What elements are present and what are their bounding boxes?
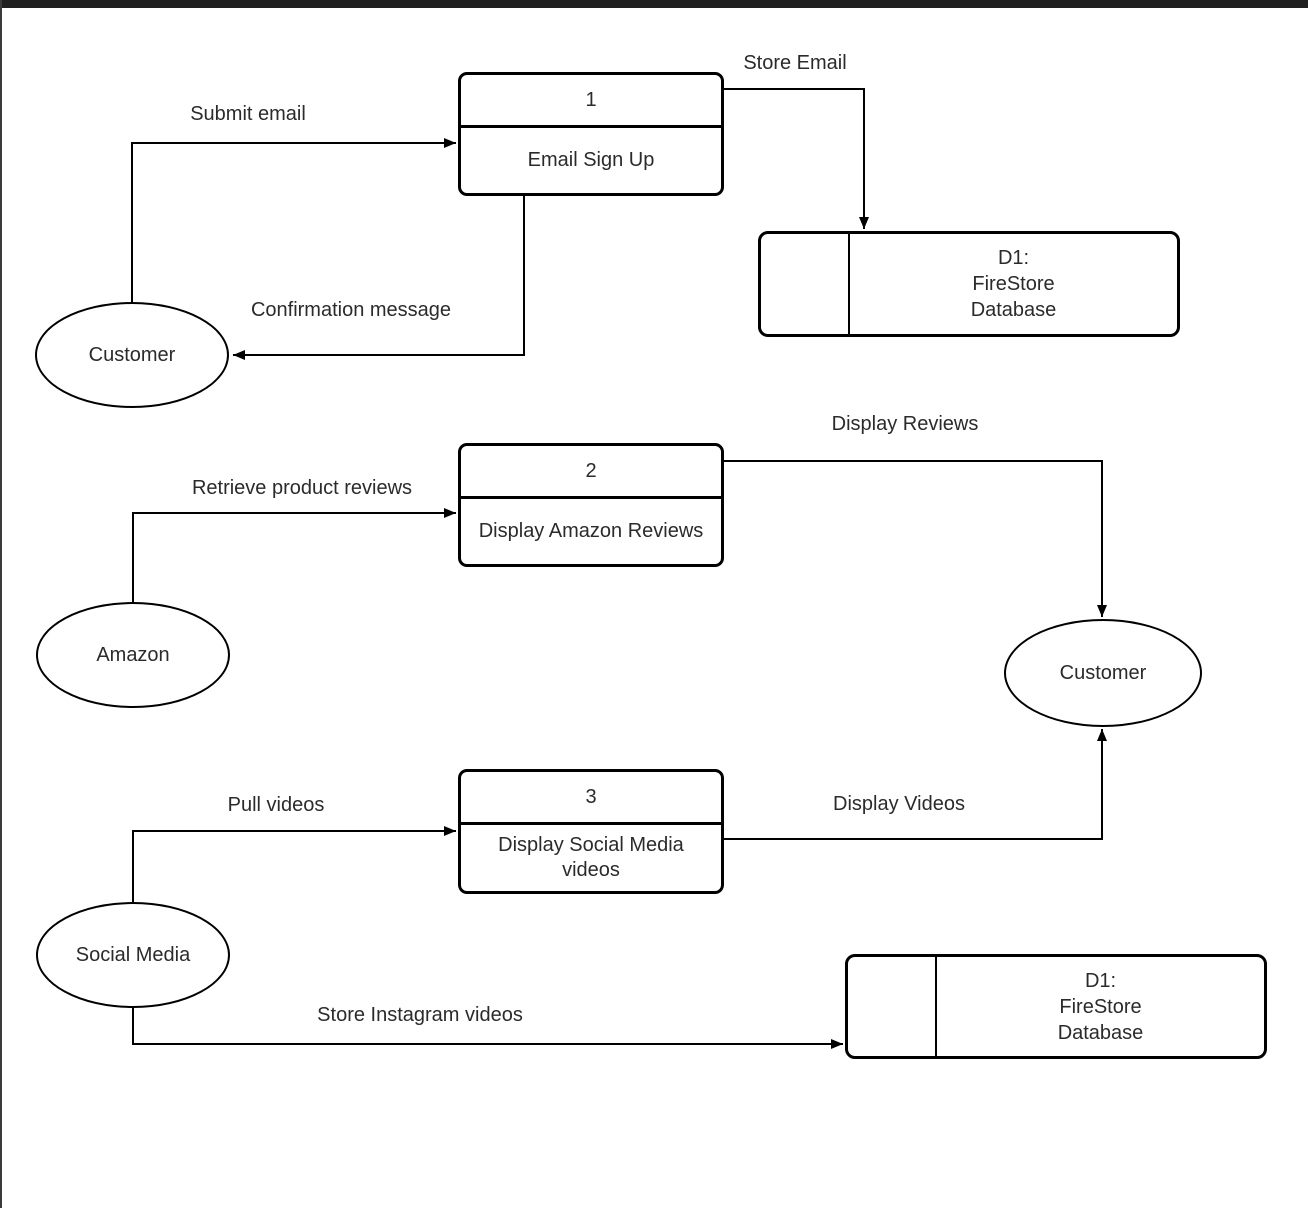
entity-customer-left: Customer <box>35 302 229 408</box>
flow-label-display-videos: Display Videos <box>833 793 965 815</box>
process-3-number: 3 <box>461 772 721 825</box>
process-2-label: Display Amazon Reviews <box>478 520 704 542</box>
entity-customer-left-label: Customer <box>88 343 176 366</box>
datastore-top-key-cell <box>761 234 850 334</box>
flow-store-email-line <box>724 88 869 229</box>
datastore-bottom-label: D1: FireStore Database <box>937 957 1264 1056</box>
process-3-label: Display Social Media videos <box>498 834 684 881</box>
process-1-number: 1 <box>461 75 721 128</box>
flow-label-display-reviews: Display Reviews <box>831 413 979 435</box>
flow-label-pull-videos: Pull videos <box>227 794 325 816</box>
datastore-top-line-2: FireStore <box>972 273 1055 295</box>
datastore-bottom-line-1: D1: <box>1084 969 1117 992</box>
datastore-d1-firestore-top: D1: FireStore Database <box>758 231 1180 337</box>
entity-amazon: Amazon <box>36 602 230 708</box>
datastore-bottom-key-cell <box>848 957 937 1056</box>
flow-retrieve-product-reviews-line <box>132 508 456 602</box>
flow-display-reviews-line <box>724 460 1107 617</box>
entity-customer-right: Customer <box>1004 619 1202 727</box>
flow-label-store-instagram-videos: Store Instagram videos <box>317 1004 523 1026</box>
window-top-bar <box>0 0 1308 8</box>
process-2-number: 2 <box>461 446 721 499</box>
flow-display-videos-line <box>724 729 1107 840</box>
datastore-d1-firestore-bottom: D1: FireStore Database <box>845 954 1267 1059</box>
flow-label-retrieve-product-reviews: Retrieve product reviews <box>191 477 413 499</box>
flow-pull-videos-line <box>132 826 456 902</box>
flow-confirmation-message-line <box>233 196 525 360</box>
flow-label-confirmation-message: Confirmation message <box>250 299 452 321</box>
process-2-display-amazon-reviews: 2 Display Amazon Reviews <box>458 443 724 567</box>
entity-social-media-label: Social Media <box>75 943 191 966</box>
datastore-bottom-line-2: FireStore <box>1059 995 1142 1018</box>
process-1-label: Email Sign Up <box>527 149 655 171</box>
flow-label-store-email: Store Email <box>743 52 847 74</box>
datastore-bottom-line-3: Database <box>1057 1021 1144 1044</box>
datastore-top-label: D1: FireStore Database <box>850 234 1177 334</box>
entity-customer-right-label: Customer <box>1059 661 1147 684</box>
flow-store-instagram-videos-line <box>132 1008 843 1049</box>
datastore-top-line-1: D1: <box>997 247 1030 269</box>
entity-social-media: Social Media <box>36 902 230 1008</box>
entity-amazon-label: Amazon <box>96 643 170 666</box>
datastore-top-line-3: Database <box>970 299 1057 321</box>
process-1-email-sign-up: 1 Email Sign Up <box>458 72 724 196</box>
flow-label-submit-email: Submit email <box>190 103 306 125</box>
process-3-display-social-media-videos: 3 Display Social Media videos <box>458 769 724 894</box>
flow-submit-email-line <box>131 138 456 302</box>
window-left-edge <box>0 0 2 1208</box>
